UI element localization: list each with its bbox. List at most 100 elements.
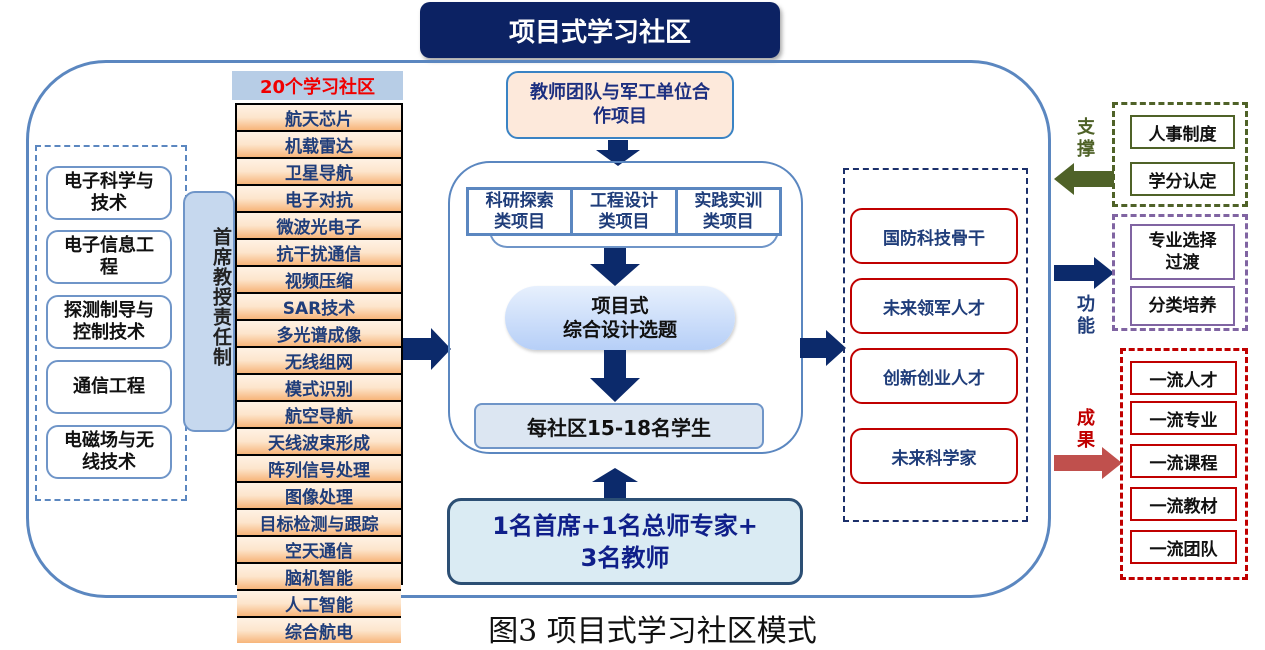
talent-text: 未来科学家	[891, 448, 977, 469]
result-text: 一流人才	[1149, 370, 1218, 391]
major-detection-guidance: 探测制导与控制技术	[46, 295, 172, 349]
design-topic-box: 项目式综合设计选题	[505, 286, 735, 350]
community-item: 脑机智能	[237, 564, 401, 591]
talents-group	[843, 168, 1028, 522]
communities-header-text: 20个学习社区	[259, 76, 376, 98]
result-item: 一流人才	[1130, 361, 1237, 395]
function-text: 分类培养	[1148, 296, 1217, 316]
ptype-text: 类项目	[494, 211, 546, 232]
community-item: SAR技术	[237, 294, 401, 321]
result-text: 一流课程	[1149, 453, 1218, 474]
arrow-down-icon	[590, 248, 640, 286]
arrow-right-icon	[800, 330, 846, 366]
ptype-text: 实践实训	[694, 190, 763, 211]
function-item-classified: 分类培养	[1130, 286, 1235, 326]
result-item: 一流专业	[1130, 401, 1237, 435]
major-text: 线技术	[82, 452, 136, 473]
talent-text: 国防科技骨干	[883, 228, 985, 249]
project-types: 科研探索类项目 工程设计类项目 实践实训类项目	[466, 187, 782, 236]
arrow-right-icon	[1054, 257, 1114, 289]
support-label: 支撑	[1077, 117, 1095, 160]
project-type-engineering: 工程设计类项目	[570, 190, 674, 233]
center-frame	[448, 161, 803, 454]
major-text: 控制技术	[73, 322, 145, 343]
result-text: 一流团队	[1149, 539, 1218, 560]
arrow-down-icon	[590, 350, 640, 402]
major-text: 通信工程	[73, 376, 145, 397]
community-item: 卫星导航	[237, 159, 401, 186]
community-item: 图像处理	[237, 483, 401, 510]
page-title: 项目式学习社区	[508, 17, 691, 48]
function-item-major-selection: 专业选择过渡	[1130, 224, 1235, 280]
ptype-text: 类项目	[598, 211, 650, 232]
ptype-text: 科研探索	[485, 190, 554, 211]
result-item: 一流教材	[1130, 487, 1237, 521]
faculty-text: 3名教师	[580, 543, 670, 572]
function-label: 功能	[1077, 294, 1095, 337]
support-item-personnel: 人事制度	[1130, 115, 1235, 149]
community-item: 空天通信	[237, 537, 401, 564]
design-topic-text: 综合设计选题	[562, 319, 677, 341]
major-electronic-information: 电子信息工程	[46, 230, 172, 284]
students-text: 每社区15-18名学生	[527, 415, 711, 440]
community-item: 航空导航	[237, 402, 401, 429]
main-frame	[26, 60, 1051, 598]
community-item: 人工智能	[237, 591, 401, 618]
support-text: 人事制度	[1148, 124, 1217, 145]
community-item: 阵列信号处理	[237, 456, 401, 483]
title-banner: 项目式学习社区	[420, 2, 780, 58]
cooperation-text: 作项目	[593, 106, 647, 127]
arrow-up-icon	[592, 468, 638, 498]
faculty-box: 1名首席+1名总师专家+ 3名教师	[447, 498, 803, 585]
major-electromagnetic: 电磁场与无线技术	[46, 425, 172, 479]
talent-defense-backbone: 国防科技骨干	[850, 208, 1018, 264]
community-item: 综合航电	[237, 618, 401, 643]
talent-text: 未来领军人才	[883, 298, 985, 319]
cooperation-project-box: 教师团队与军工单位合作项目	[506, 71, 734, 139]
chief-professor-system: 首席教授责任制	[183, 191, 235, 432]
major-text: 电子科学与	[64, 171, 154, 192]
function-group	[1112, 214, 1248, 331]
talent-text: 创新创业人才	[883, 368, 985, 389]
community-item: 微波光电子	[237, 213, 401, 240]
support-group	[1112, 102, 1248, 207]
students-box: 每社区15-18名学生	[474, 403, 764, 449]
major-text: 电子信息工	[64, 235, 154, 256]
major-text: 技术	[91, 193, 127, 214]
figure-caption: 图3 项目式学习社区模式	[488, 614, 817, 649]
result-item: 一流课程	[1130, 444, 1237, 478]
talent-innovation: 创新创业人才	[850, 348, 1018, 404]
talent-future-leader: 未来领军人才	[850, 278, 1018, 334]
support-text: 学分认定	[1148, 171, 1217, 192]
cooperation-text: 教师团队与军工单位合	[530, 82, 710, 103]
results-label: 成果	[1077, 408, 1095, 451]
major-text: 电磁场与无	[64, 430, 154, 451]
community-item: 目标检测与跟踪	[237, 510, 401, 537]
result-text: 一流教材	[1149, 496, 1218, 517]
community-item: 电子对抗	[237, 186, 401, 213]
faculty-text: 1名首席+1名总师专家+	[492, 511, 758, 540]
arrow-right-icon	[1054, 447, 1122, 479]
community-item: 模式识别	[237, 375, 401, 402]
community-item: 机载雷达	[237, 132, 401, 159]
major-electronic-science: 电子科学与技术	[46, 166, 172, 220]
ptype-text: 工程设计	[589, 190, 658, 211]
result-text: 一流专业	[1149, 410, 1218, 431]
talent-future-scientist: 未来科学家	[850, 428, 1018, 484]
support-item-credit: 学分认定	[1130, 162, 1235, 196]
communities-header: 20个学习社区	[232, 71, 403, 100]
result-item: 一流团队	[1130, 530, 1237, 564]
arrow-left-icon	[1054, 163, 1114, 195]
community-item: 视频压缩	[237, 267, 401, 294]
major-communication: 通信工程	[46, 360, 172, 414]
community-item: 多光谱成像	[237, 321, 401, 348]
community-item: 无线组网	[237, 348, 401, 375]
ptype-text: 类项目	[702, 211, 754, 232]
major-text: 程	[100, 257, 118, 278]
community-item: 抗干扰通信	[237, 240, 401, 267]
major-text: 探测制导与	[64, 300, 154, 321]
project-type-research: 科研探索类项目	[469, 190, 570, 233]
community-item: 航天芯片	[237, 105, 401, 132]
arrow-right-icon	[403, 328, 451, 370]
